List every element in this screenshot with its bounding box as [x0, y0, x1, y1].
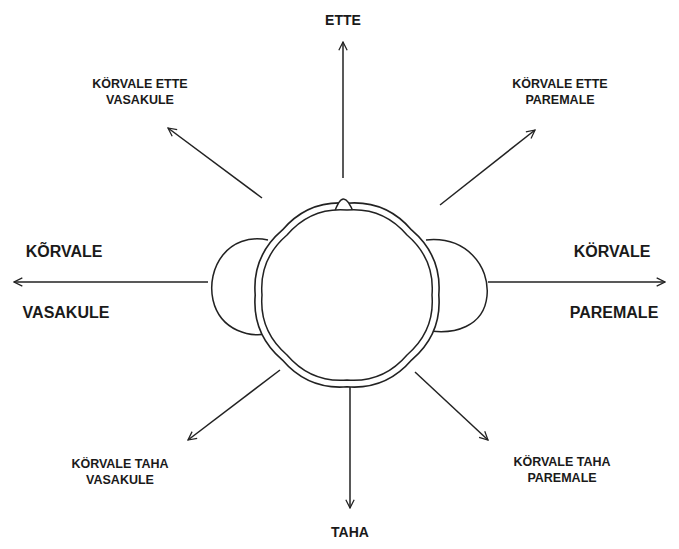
arrow	[168, 128, 262, 198]
head-outline	[255, 203, 439, 387]
direction-arrows	[14, 42, 665, 508]
arrow	[14, 281, 208, 283]
arrow	[342, 42, 344, 178]
direction-label: KÖRVALE	[574, 242, 651, 263]
direction-label: KÖRVALE ETTE VASAKULE	[79, 76, 201, 109]
arrow	[349, 383, 351, 508]
direction-label: TAHA	[331, 523, 369, 541]
direction-label: ETTE	[325, 11, 361, 29]
head	[212, 199, 488, 387]
direction-label: PAREMALE	[570, 303, 659, 324]
arrow	[415, 372, 488, 440]
direction-label: KÖRVALE TAHA PAREMALE	[501, 454, 623, 487]
arrow	[188, 370, 280, 440]
direction-label: KÖRVALE ETTE PAREMALE	[499, 76, 621, 109]
head-top	[262, 210, 433, 381]
arrow	[440, 130, 535, 205]
arrow	[488, 281, 665, 283]
direction-label: KÕRVALE	[26, 242, 103, 263]
direction-label: KÖRVALE TAHA VASAKULE	[59, 456, 181, 489]
direction-label: VASAKULE	[23, 303, 110, 324]
